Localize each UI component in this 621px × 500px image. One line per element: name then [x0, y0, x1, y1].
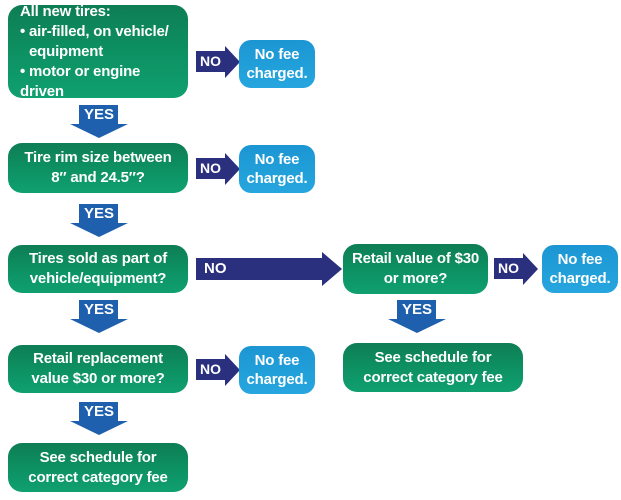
arrow-no-4: NO: [196, 354, 240, 386]
yes-arrow-icon: [70, 204, 128, 237]
no-arrow-icon: [196, 252, 342, 286]
node-retail-replacement-value: Retail replacement value $30 or more?: [8, 345, 188, 393]
node-line: 8″ and 24.5″?: [51, 169, 145, 186]
no-label: NO: [200, 361, 221, 377]
node-line: Retail value of $30: [351, 250, 480, 267]
node-line: See schedule for: [39, 448, 157, 466]
node-line: correct category fee: [363, 368, 503, 386]
node-see-schedule-right: See schedule for correct category fee: [343, 343, 523, 392]
yes-label: YES: [83, 301, 114, 318]
no-label: NO: [200, 53, 221, 69]
node-line: charged.: [246, 170, 308, 187]
node-line: No fee: [254, 46, 300, 63]
node-see-schedule-left: See schedule for correct category fee: [8, 443, 188, 492]
node-line: equipment: [29, 42, 104, 60]
node-line: charged.: [246, 371, 308, 388]
node-line: charged.: [246, 65, 308, 82]
node-line: charged.: [549, 270, 611, 287]
no-label: NO: [200, 160, 221, 176]
node-all-new-tires: All new tires: • air-filled, on vehicle/…: [8, 2, 188, 100]
no-arrow-icon: [196, 46, 240, 78]
no-arrow-icon: [196, 153, 240, 185]
node-tire-rim-size: Tire rim size between 8″ and 24.5″?: [8, 143, 188, 193]
node-line: • motor or engine driven: [20, 62, 141, 100]
yes-label: YES: [83, 403, 114, 420]
node-line: All new tires:: [20, 2, 111, 20]
node-no-fee-4: No fee charged.: [239, 346, 315, 394]
arrow-no-2: NO: [196, 153, 240, 185]
no-label: NO: [498, 260, 519, 276]
node-line: correct category fee: [28, 468, 168, 486]
yes-label: YES: [83, 106, 114, 123]
node-line: value $30 or more?: [31, 370, 165, 387]
node-line: • air-filled, on vehicle/: [20, 22, 169, 40]
yes-arrow-icon: [70, 402, 128, 435]
node-no-fee-2: No fee charged.: [239, 145, 315, 193]
yes-arrow-icon: [388, 300, 446, 333]
node-line: No fee: [557, 251, 603, 268]
yes-label: YES: [83, 205, 114, 222]
arrow-yes-5: YES: [388, 300, 446, 333]
arrow-no-long: NO: [196, 252, 342, 286]
arrow-no-3: NO: [494, 253, 538, 285]
no-label: NO: [204, 260, 227, 277]
node-no-fee-1: No fee charged.: [239, 40, 315, 88]
node-line: or more?: [383, 270, 448, 287]
node-line: Retail replacement: [33, 350, 163, 367]
no-arrow-icon: [196, 354, 240, 386]
node-line: No fee: [254, 352, 300, 369]
node-retail-value: Retail value of $30 or more?: [343, 244, 488, 294]
node-line: See schedule for: [374, 348, 492, 366]
yes-arrow-icon: [70, 300, 128, 333]
arrow-yes-2: YES: [70, 204, 128, 237]
node-line: No fee: [254, 151, 300, 168]
node-no-fee-3: No fee charged.: [542, 245, 618, 293]
yes-label: YES: [401, 301, 432, 318]
node-sold-as-part: Tires sold as part of vehicle/equipment?: [8, 245, 188, 293]
yes-arrow-icon: [70, 105, 128, 138]
no-arrow-icon: [494, 253, 538, 285]
node-line: Tire rim size between: [24, 149, 172, 166]
node-line: vehicle/equipment?: [29, 270, 167, 287]
arrow-yes-3: YES: [70, 300, 128, 333]
arrow-yes-1: YES: [70, 105, 128, 138]
node-line: Tires sold as part of: [28, 250, 168, 267]
arrow-yes-4: YES: [70, 402, 128, 435]
arrow-no-1: NO: [196, 46, 240, 78]
